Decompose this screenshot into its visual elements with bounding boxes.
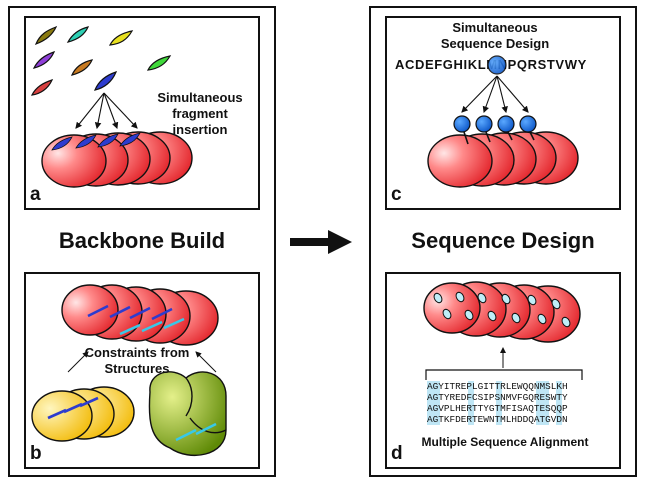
alignment-row: AGYITREPLGITTRLEWQQNMSLKH bbox=[427, 381, 568, 392]
panel-a-letter: a bbox=[30, 184, 41, 205]
alignment-row: AGTYREDFCSIPSNMVFGQRESWTY bbox=[427, 392, 568, 403]
backbone-build-heading: Backbone Build bbox=[58, 228, 226, 253]
fragment-insertion-caption: Simultaneous fragment insertion bbox=[157, 90, 243, 137]
sequence-alignment: AGYITREPLGITTRLEWQQNMSLKH AGTYREDFCSIPSN… bbox=[427, 381, 568, 425]
panel-d-letter: d bbox=[391, 443, 403, 464]
panel-c-letter: c bbox=[391, 184, 402, 205]
protein-c bbox=[427, 131, 579, 188]
protein-green bbox=[148, 371, 227, 456]
panel-b-letter: b bbox=[30, 443, 42, 464]
msa-caption: Multiple Sequence Alignment bbox=[421, 435, 589, 449]
alignment-row: AGVPLHERTTYGTMFISAQTESQQP bbox=[427, 403, 568, 414]
msa-highlights bbox=[427, 381, 562, 425]
alignment-row: AGTKFDERTEWNTMLHDDQATGVDN bbox=[427, 414, 568, 425]
sequence-design-heading: Sequence Design bbox=[411, 228, 595, 253]
alphabet-highlight: L bbox=[477, 57, 487, 72]
sequence-design-caption: Simultaneous Sequence Design bbox=[440, 20, 550, 51]
amino-acid-alphabet: ACDEFGHIKLMNPQRSTVWY bbox=[395, 57, 587, 72]
alphabet-right: MNPQRSTVWY bbox=[486, 57, 587, 72]
fragment-leaves bbox=[30, 25, 172, 96]
protein-yellow bbox=[31, 386, 135, 442]
alphabet-left: ACDEFGHIK bbox=[395, 57, 478, 72]
constraints-caption: Constraints from Structures bbox=[84, 345, 190, 376]
selected-residue-node bbox=[487, 55, 507, 75]
